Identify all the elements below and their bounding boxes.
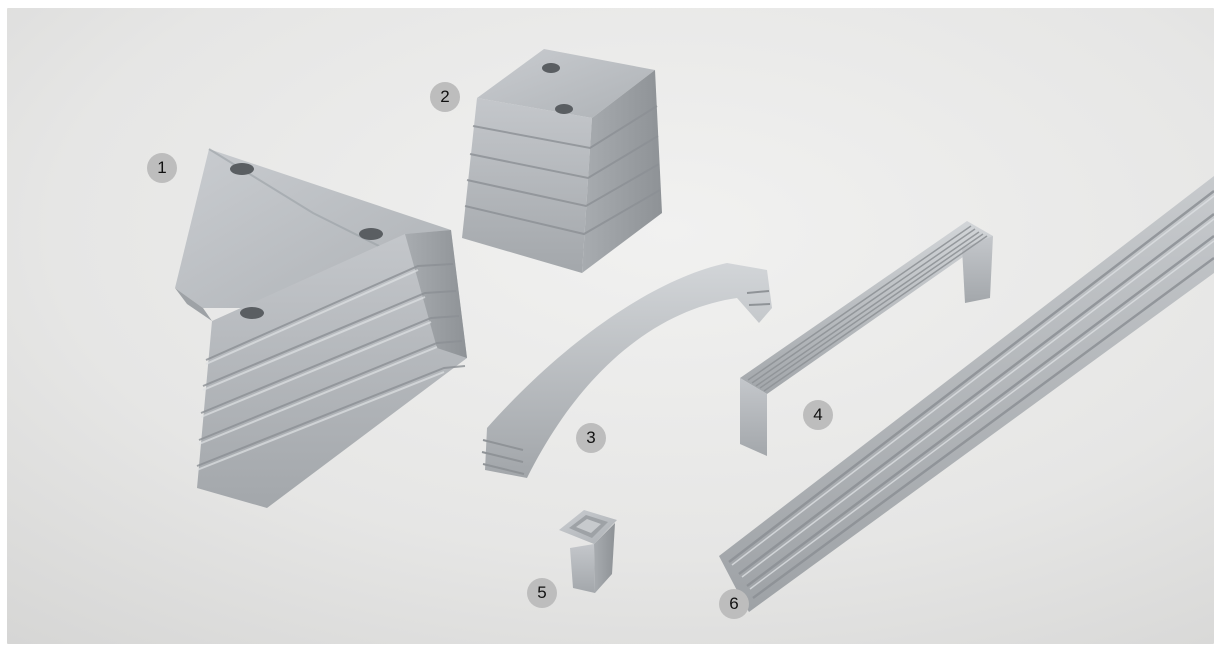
hardware-illustration (7, 8, 1214, 644)
curved-handle-item-3 (481, 263, 772, 478)
item-number-badge-2: 2 (430, 82, 460, 112)
item-number-badge-4: 4 (803, 400, 833, 430)
item-number-badge-3: 3 (576, 423, 606, 453)
profile-extrusion-item-6 (719, 176, 1214, 612)
product-photo: 1 2 3 4 5 6 (7, 8, 1214, 644)
item-number-badge-6: 6 (719, 589, 749, 619)
ribbed-handle-item-4 (740, 221, 993, 456)
item-number-badge-1: 1 (147, 153, 177, 183)
corner-foot-item-1 (175, 148, 467, 508)
item-number-badge-5: 5 (527, 578, 557, 608)
square-foot-item-2 (462, 49, 662, 273)
knob-item-5 (559, 510, 617, 593)
